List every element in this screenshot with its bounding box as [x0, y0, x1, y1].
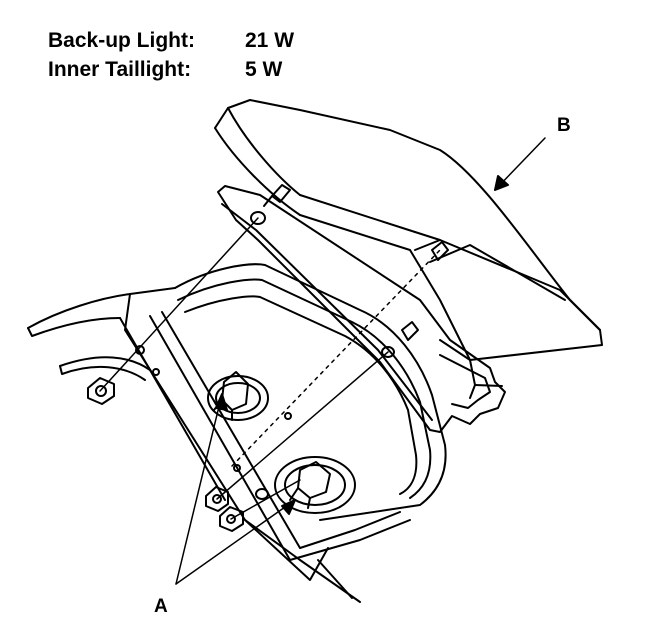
nut-center	[205, 486, 229, 512]
spec-value: 21 W	[245, 29, 295, 52]
bulb-spec-table: Back-up Light: 21 W Inner Taillight: 5 W	[48, 26, 294, 84]
callout-label-b: B	[557, 115, 571, 136]
spec-value: 5 W	[245, 58, 283, 81]
body-panel	[27, 287, 361, 603]
bulb-socket-lower	[274, 456, 356, 514]
stud-bracket	[401, 321, 419, 341]
callout-leaders	[175, 137, 546, 585]
stud-lens	[431, 241, 449, 261]
spec-row-inner-taillight: Inner Taillight: 5 W	[48, 55, 294, 84]
nut-left	[87, 377, 115, 405]
spec-label: Back-up Light:	[48, 29, 195, 52]
spec-label: Inner Taillight:	[48, 58, 192, 81]
alignment-lines	[99, 217, 441, 520]
mounting-bracket	[217, 185, 506, 433]
callout-label-a: A	[154, 596, 168, 617]
lamp-housing	[149, 263, 447, 561]
stud-upper	[263, 184, 291, 207]
mounting-holes	[135, 211, 395, 500]
nut-lower	[219, 506, 244, 532]
lamp-lens-assembly	[214, 99, 603, 399]
spec-row-backup-light: Back-up Light: 21 W	[48, 26, 294, 55]
